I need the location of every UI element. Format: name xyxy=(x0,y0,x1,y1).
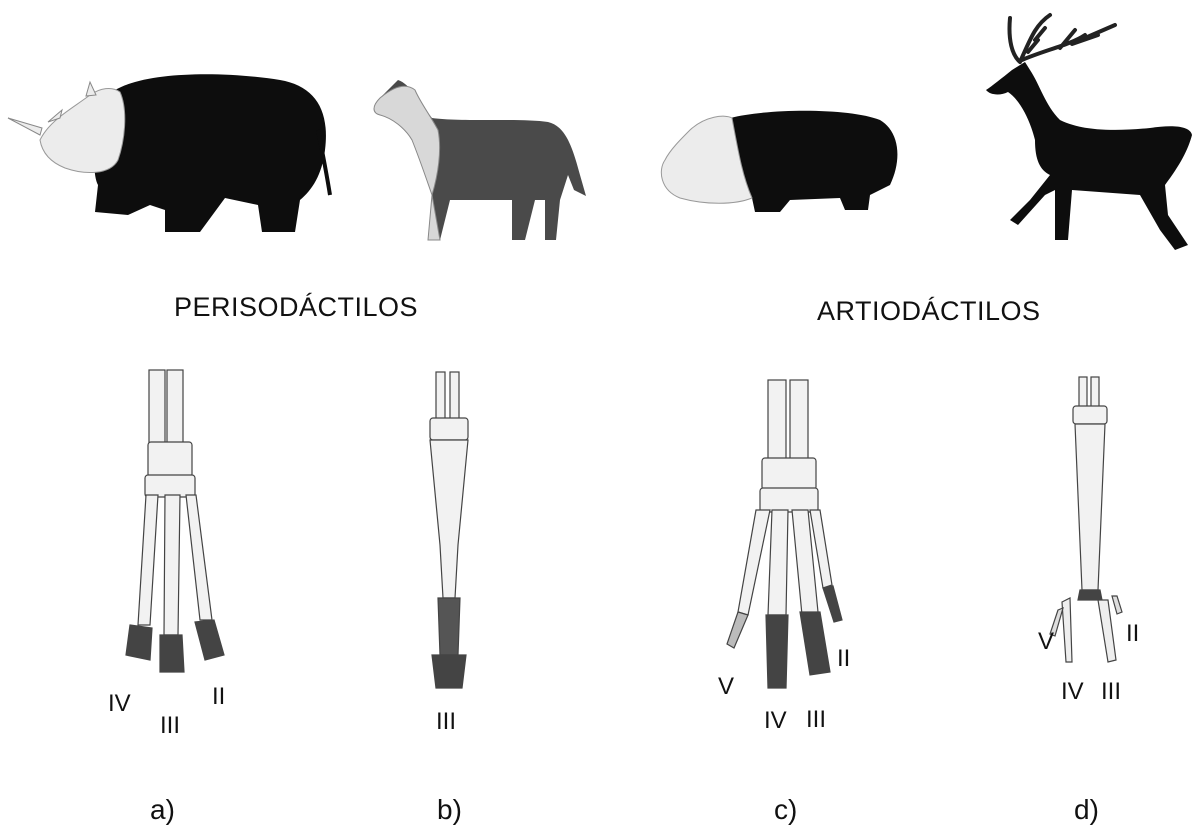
limb-d-digit-label: IV xyxy=(1061,678,1084,706)
limb-c-digit-label: IV xyxy=(764,707,787,735)
caption-d: d) xyxy=(1074,794,1099,826)
caption-c: c) xyxy=(774,794,797,826)
limb-a-digit-label: IV xyxy=(108,690,131,718)
limb-d-skeleton xyxy=(1050,377,1122,662)
limb-d-digit-label: III xyxy=(1101,678,1121,706)
rhinoceros-illustration xyxy=(8,74,330,232)
limb-a-digit-label: II xyxy=(212,683,225,711)
horse-illustration xyxy=(374,80,586,240)
limb-c-digit-label: II xyxy=(837,645,850,673)
deer-illustration xyxy=(986,15,1192,250)
limb-skeletons xyxy=(0,360,1198,700)
limb-c-skeleton xyxy=(727,380,842,688)
animals-illustration xyxy=(0,0,1198,290)
limb-c-digit-label: III xyxy=(806,706,826,734)
limb-b-digit-label: III xyxy=(436,708,456,736)
caption-a: a) xyxy=(150,794,175,826)
limb-b-skeleton xyxy=(430,372,468,688)
limb-a-skeleton xyxy=(126,370,224,672)
limb-c-digit-label: V xyxy=(718,673,734,701)
artiodactyl-heading: ARTIODÁCTILOS xyxy=(817,296,1041,327)
perissodactyl-heading: PERISODÁCTILOS xyxy=(174,292,418,323)
limb-a-digit-label: III xyxy=(160,712,180,740)
caption-b: b) xyxy=(437,794,462,826)
limb-d-digit-label: II xyxy=(1126,620,1139,648)
limb-d-digit-label: V xyxy=(1038,628,1054,656)
hippopotamus-illustration xyxy=(661,111,897,212)
